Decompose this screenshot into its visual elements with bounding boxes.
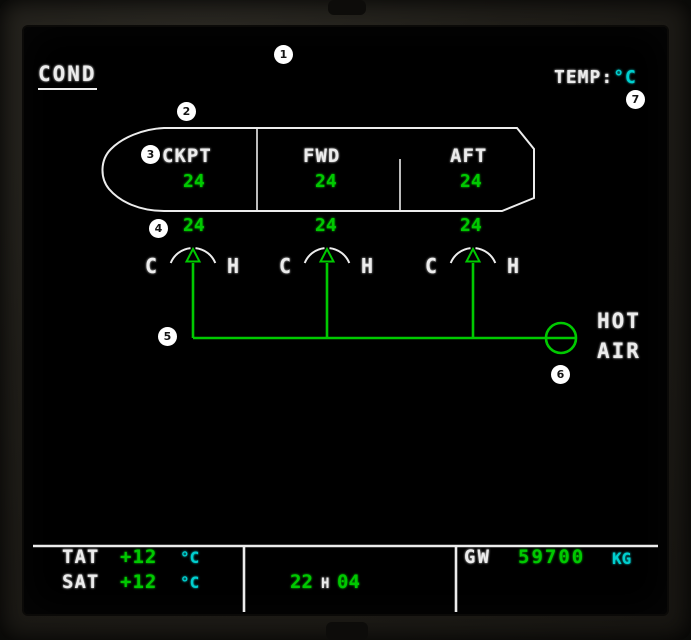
clock-hours: 22	[290, 571, 313, 593]
tat-unit: °C	[180, 548, 200, 567]
zone-ckpt-cabin-temp: 24	[183, 171, 205, 192]
bezel-notch-top	[328, 0, 366, 15]
annotation-marker-5[interactable]: 5	[158, 327, 177, 346]
fuselage-outline	[101, 127, 535, 212]
bezel-notch-bottom	[326, 622, 368, 640]
hot-air-label-line2: AIR	[597, 339, 641, 363]
zone-ckpt-label: CKPT	[162, 145, 212, 167]
zone-aft-label: AFT	[450, 145, 488, 167]
gauge-needle	[464, 246, 482, 263]
gw-label: GW	[464, 546, 491, 568]
ecam-screen	[24, 27, 667, 614]
gauge-fwd-hot-label: H	[361, 254, 374, 278]
gauge-ckpt-cold-label: C	[145, 254, 158, 278]
gauge-aft-hot-label: H	[507, 254, 520, 278]
gauge-needle	[184, 246, 202, 263]
trim-gauge-fwd	[303, 246, 351, 264]
clock-separator: H	[321, 576, 330, 592]
zone-ckpt-duct-temp: 24	[183, 215, 205, 236]
zone-aft-duct-temp: 24	[460, 215, 482, 236]
trim-gauge-ckpt	[169, 246, 217, 264]
clock-minutes: 04	[337, 571, 360, 593]
footer-dividers	[33, 544, 658, 612]
sat-value: +12	[120, 571, 158, 593]
sat-unit: °C	[180, 573, 200, 592]
zone-aft-cabin-temp: 24	[460, 171, 482, 192]
gw-unit: KG	[612, 549, 632, 568]
gauge-aft-cold-label: C	[425, 254, 438, 278]
gw-value: 59700	[518, 546, 586, 568]
annotation-marker-4[interactable]: 4	[149, 219, 168, 238]
hot-air-label-line1: HOT	[597, 309, 641, 333]
gauge-fwd-cold-label: C	[279, 254, 292, 278]
zone-fwd-cabin-temp: 24	[315, 171, 337, 192]
annotation-marker-6[interactable]: 6	[551, 365, 570, 384]
zone-fwd-duct-temp: 24	[315, 215, 337, 236]
gauge-ckpt-hot-label: H	[227, 254, 240, 278]
trim-gauge-aft	[449, 246, 497, 264]
hot-air-valve	[544, 321, 578, 355]
annotation-marker-7[interactable]: 7	[626, 90, 645, 109]
sat-label: SAT	[62, 571, 100, 593]
tat-value: +12	[120, 546, 158, 568]
temp-header: TEMP:°C	[554, 69, 637, 87]
zone-fwd-label: FWD	[303, 145, 341, 167]
temp-label: TEMP:	[554, 67, 614, 88]
annotation-marker-3[interactable]: 3	[141, 145, 160, 164]
gauge-needle	[318, 246, 336, 263]
tat-label: TAT	[62, 546, 100, 568]
temp-unit: °C	[613, 67, 637, 88]
hot-air-duct	[191, 263, 578, 355]
page-title: COND	[38, 64, 97, 90]
annotation-marker-1[interactable]: 1	[274, 45, 293, 64]
annotation-marker-2[interactable]: 2	[177, 102, 196, 121]
